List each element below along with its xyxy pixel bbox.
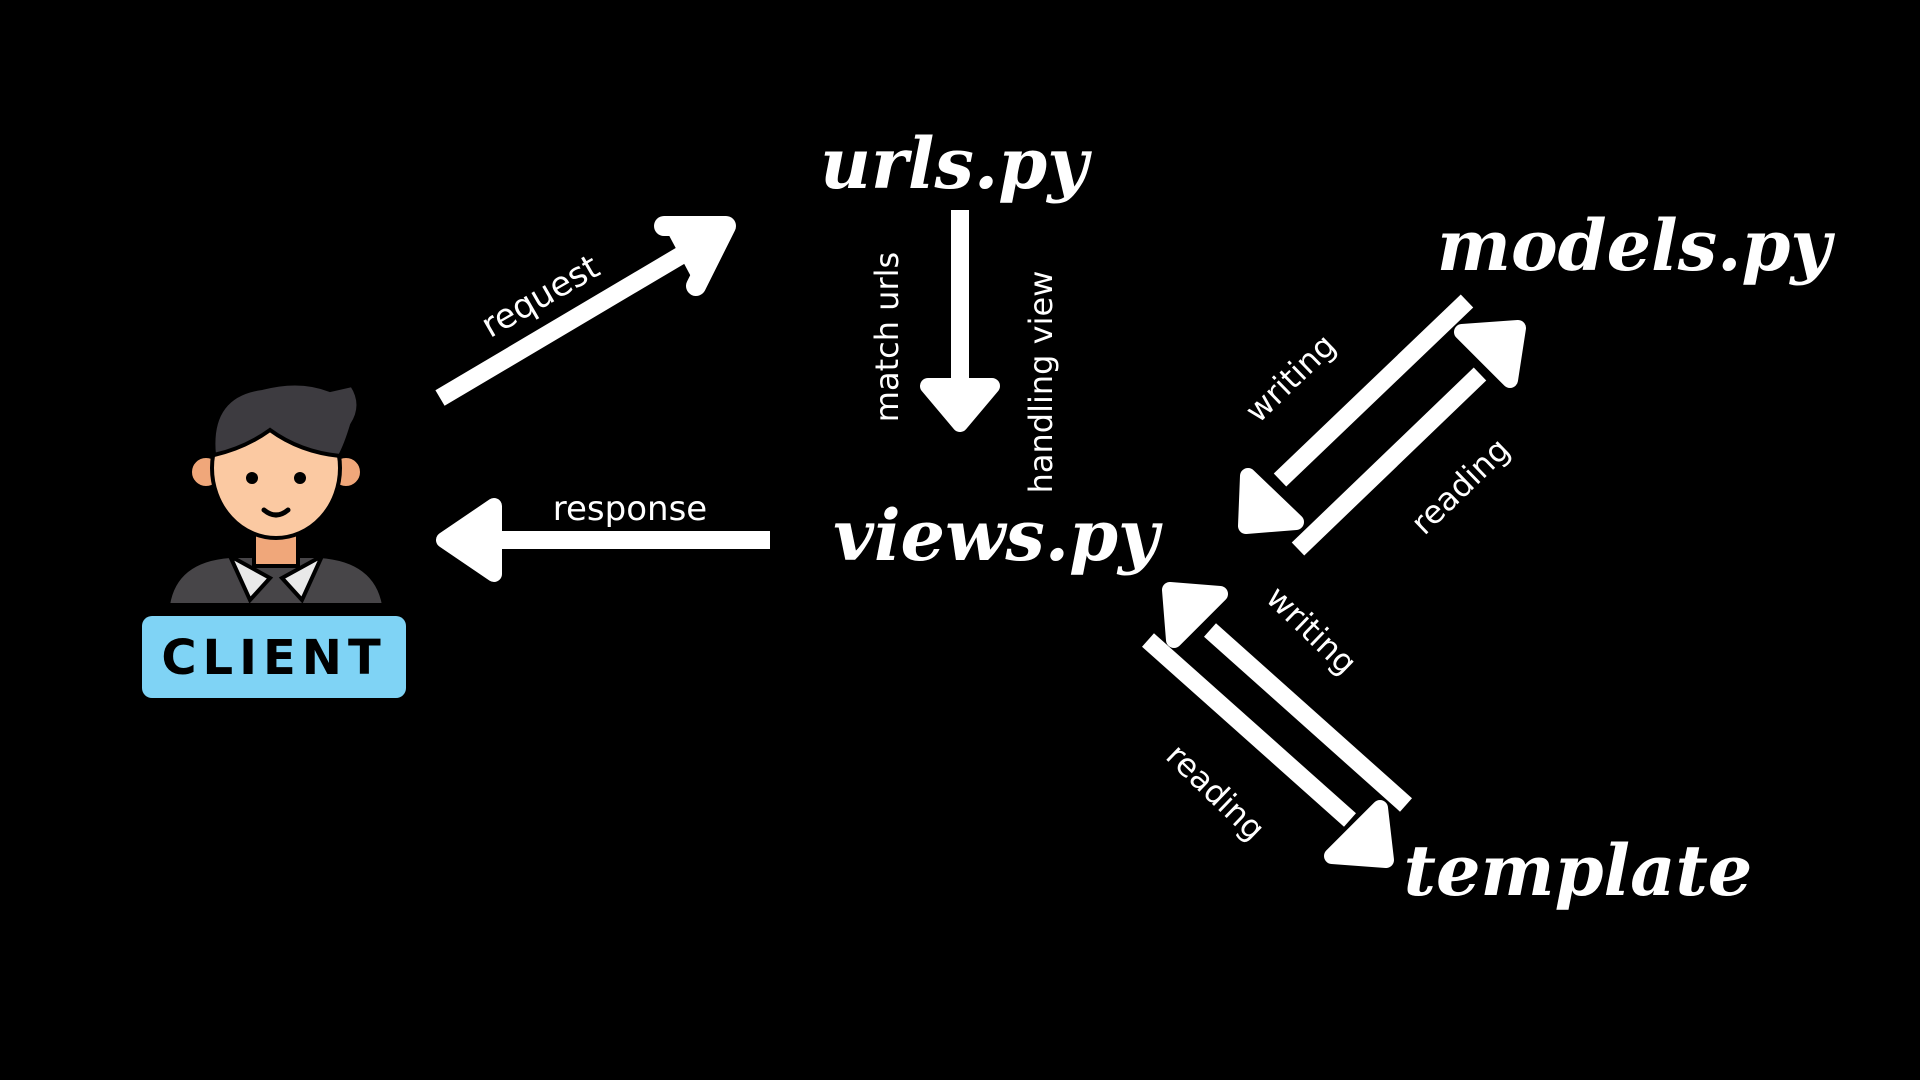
urls-node-label: urls.py	[820, 122, 1092, 205]
models-writing-arrow	[1238, 294, 1474, 534]
template-node-label: template	[1404, 829, 1753, 912]
response-arrow	[436, 498, 770, 582]
models-writing-label: writing	[1238, 326, 1344, 430]
person-avatar-icon	[165, 381, 387, 607]
client-badge	[142, 616, 406, 698]
views-node-label: views.py	[833, 494, 1163, 577]
template-writing-label: writing	[1259, 578, 1365, 682]
models-reading-label: reading	[1403, 430, 1517, 542]
handling-view-label: handling view	[1022, 271, 1060, 494]
match-urls-arrow	[920, 210, 1000, 432]
response-label: response	[553, 489, 707, 529]
models-reading-arrow	[1291, 320, 1526, 556]
match-urls-label: match urls	[868, 252, 906, 422]
template-reading-arrow	[1142, 633, 1394, 868]
client-label: CLIENT	[161, 630, 386, 686]
models-node-label: models.py	[1437, 204, 1836, 287]
client-node: CLIENT	[142, 381, 406, 698]
template-reading-label: reading	[1159, 736, 1273, 848]
request-arrow	[435, 216, 736, 406]
template-writing-arrow	[1162, 582, 1412, 812]
